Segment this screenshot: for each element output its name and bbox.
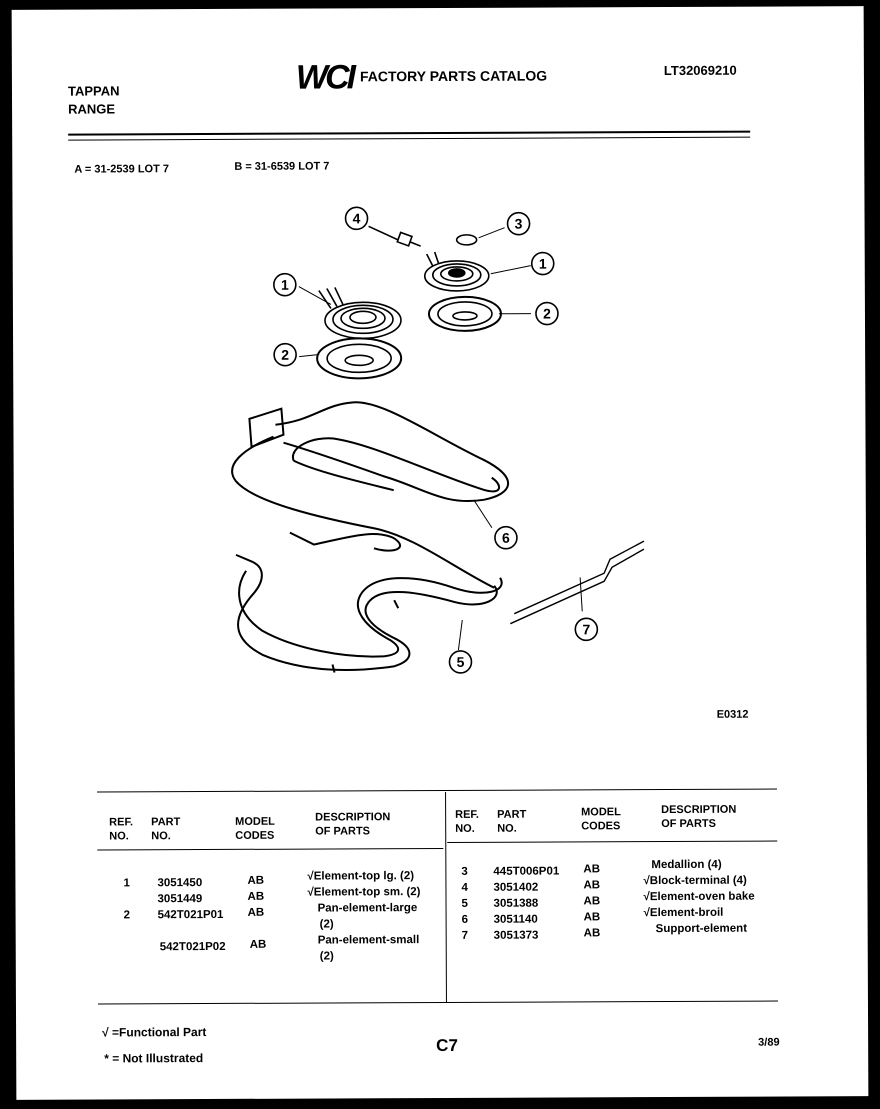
header-ref-left: REF.NO.	[109, 816, 134, 843]
table-header-rule-left	[97, 847, 444, 851]
table-header-rule-right	[447, 840, 778, 843]
callout-2-right: 2	[535, 301, 559, 326]
diagram-code: E0312	[716, 708, 749, 721]
callout-4: 4	[344, 206, 369, 231]
page-number: C7	[436, 1035, 458, 1056]
svg-text:1: 1	[281, 277, 289, 293]
svg-text:1: 1	[539, 256, 547, 272]
support-element	[510, 540, 645, 625]
callout-1-left: 1	[273, 272, 297, 297]
callout-1-right: 1	[530, 251, 555, 276]
table-bottom-rule	[97, 1000, 778, 1005]
catalog-page: TAPPAN RANGE WCI FACTORY PARTS CATALOG L…	[11, 6, 869, 1100]
table-divider	[445, 791, 447, 1002]
callouts: 4 3 1 1 2 2 6	[273, 206, 599, 674]
pan-element-small-right	[427, 295, 502, 332]
table-top-rule	[97, 788, 778, 793]
block-terminal	[368, 225, 421, 247]
svg-text:3: 3	[515, 216, 523, 232]
callout-6: 6	[494, 525, 518, 550]
medallion	[455, 234, 478, 246]
svg-text:5: 5	[457, 654, 465, 670]
callout-3: 3	[506, 211, 531, 236]
exploded-parts-diagram: 4 3 1 1 2 2 6	[231, 206, 645, 674]
callout-7: 7	[574, 617, 599, 642]
legend-not-illustrated: * = Not Illustrated	[104, 1051, 204, 1066]
element-top-large-left	[318, 287, 402, 340]
svg-text:2: 2	[543, 306, 551, 322]
svg-text:7: 7	[582, 621, 590, 637]
svg-text:6: 6	[502, 530, 510, 546]
pan-element-large-left	[316, 337, 403, 380]
svg-text:4: 4	[353, 210, 361, 226]
header-ref-right: REF.NO.	[455, 808, 480, 835]
callout-5: 5	[448, 650, 473, 674]
callout-2-left: 2	[273, 342, 297, 367]
catalog-date: 3/89	[758, 1036, 780, 1049]
svg-text:2: 2	[281, 347, 289, 363]
element-oven-bake	[235, 553, 503, 673]
legend-functional-part: √ =Functional Part	[102, 1025, 207, 1040]
element-top-small-right	[423, 251, 490, 292]
element-broil	[231, 401, 510, 589]
